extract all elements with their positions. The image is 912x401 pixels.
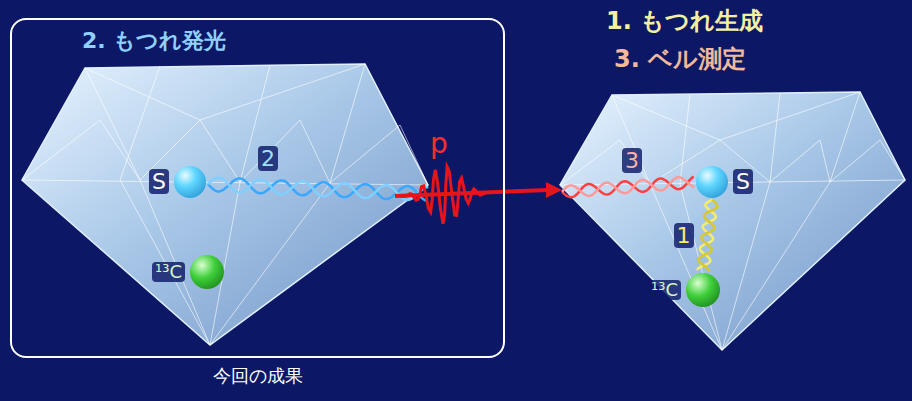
atom-sphere bbox=[686, 273, 720, 307]
callout-number: 3 bbox=[622, 148, 642, 173]
left-diamond bbox=[22, 64, 428, 345]
atom-sphere bbox=[696, 166, 728, 198]
atom-node: S bbox=[149, 166, 206, 198]
atom-label: S bbox=[149, 169, 169, 194]
result-frame: 2. もつれ発光今回の成果S¹³C bbox=[10, 18, 505, 358]
arrow-head bbox=[546, 182, 562, 198]
right-diamond bbox=[560, 92, 905, 350]
atom-node: ¹³C bbox=[648, 273, 720, 307]
frame-caption: 今回の成果 bbox=[12, 366, 503, 387]
atom-sphere bbox=[190, 255, 224, 289]
step-title: 1. もつれ生成 bbox=[606, 8, 763, 36]
atom-label: ¹³C bbox=[152, 262, 185, 283]
frame-title: 2. もつれ発光 bbox=[82, 28, 226, 53]
photon-packet bbox=[400, 167, 490, 224]
entanglement-link bbox=[697, 200, 717, 272]
callout-number: p bbox=[430, 128, 448, 160]
emitted-photon-wave bbox=[208, 179, 428, 202]
atom-node: S bbox=[696, 166, 753, 198]
callout-number: 2 bbox=[258, 146, 278, 171]
photon-waves bbox=[208, 167, 694, 224]
atom-label: S bbox=[733, 169, 753, 194]
absorbed-photon-wave bbox=[562, 177, 694, 198]
absorbed-photon-wave bbox=[562, 177, 694, 196]
atom-node: ¹³C bbox=[152, 255, 224, 289]
helix-strand bbox=[698, 200, 717, 272]
step-title: 3. ベル測定 bbox=[614, 46, 746, 74]
callout-number: 1 bbox=[674, 223, 694, 248]
atom-sphere bbox=[174, 166, 206, 198]
atom-label: ¹³C bbox=[648, 280, 681, 301]
